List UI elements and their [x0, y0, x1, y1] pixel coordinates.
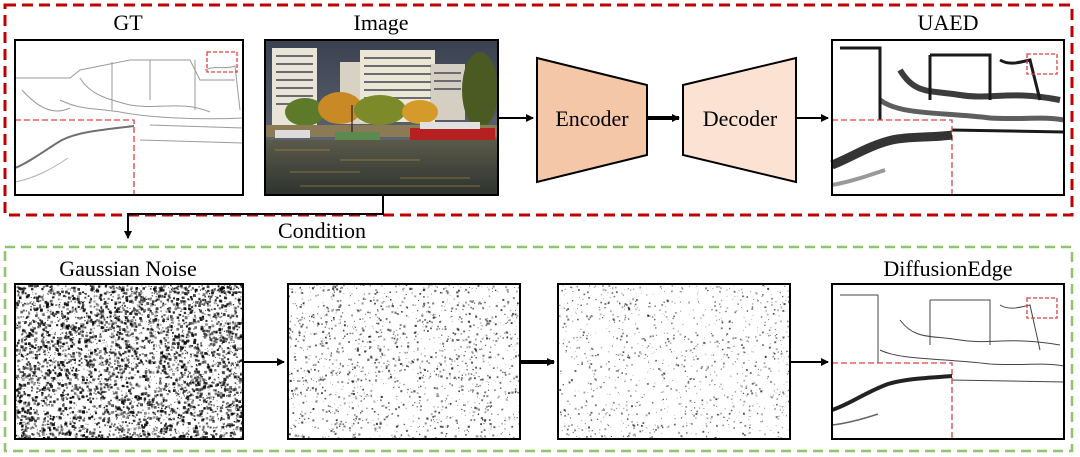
diffusionedge-output-panel: [831, 283, 1065, 440]
diffusionedge-zoom-inset: [831, 362, 953, 440]
decoder-label: Decoder: [703, 106, 778, 131]
image-label: Image: [354, 10, 409, 35]
gt-zoom-marker: [206, 51, 238, 73]
noise-panel-1: [14, 283, 244, 440]
noise-panel-2: [287, 283, 521, 440]
encoder-block: [536, 56, 648, 184]
diffusion-group-border: [3, 245, 1074, 453]
input-image-panel: [264, 39, 499, 196]
decoder-block: [682, 56, 797, 184]
diffusionedge-zoom-marker: [1026, 297, 1058, 319]
diffusionedge-label: DiffusionEdge: [883, 256, 1012, 281]
gt-zoom-inset: [14, 119, 135, 196]
gt-panel: [14, 39, 244, 196]
uaed-zoom-inset: [830, 119, 953, 196]
uaed-zoom-marker: [1026, 53, 1058, 75]
encoder-label: Encoder: [555, 106, 629, 131]
uaed-label: UAED: [917, 10, 978, 35]
uaed-output-panel: [830, 39, 1065, 196]
encoder-decoder-group-border: [3, 3, 1074, 217]
noise-panel-3: [557, 283, 791, 440]
condition-connector: [124, 195, 384, 239]
gaussian-noise-label: Gaussian Noise: [59, 256, 196, 281]
gt-label: GT: [113, 10, 143, 35]
condition-label: Condition: [278, 218, 366, 243]
